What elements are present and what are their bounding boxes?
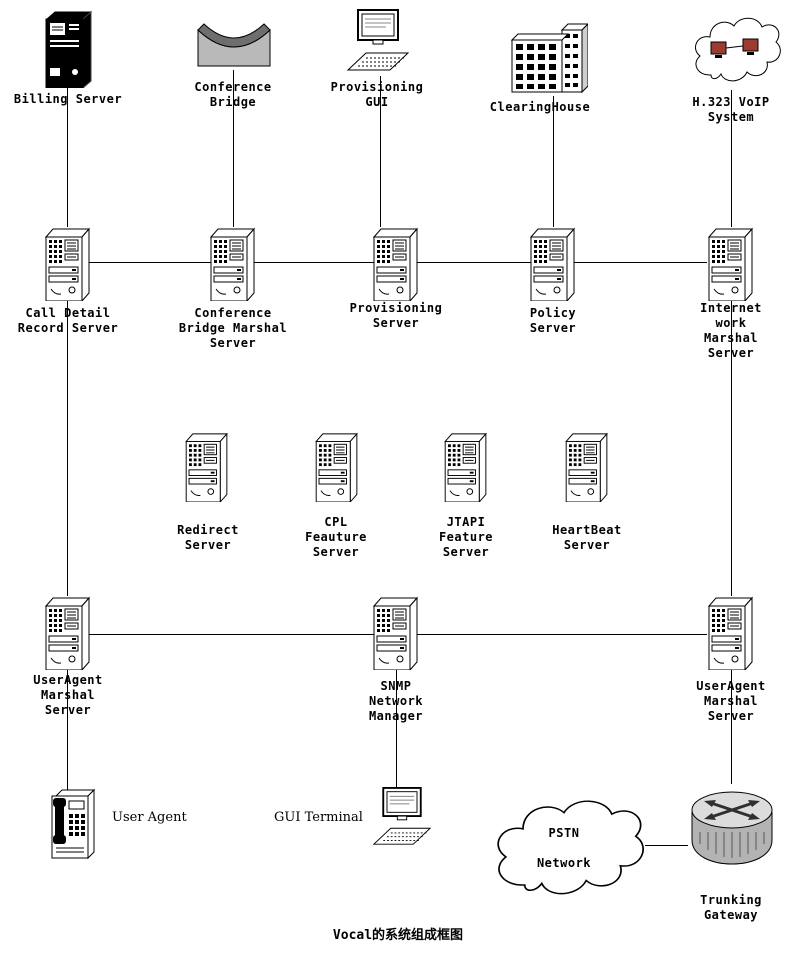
node-label: UserAgent Marshal Server (696, 679, 766, 723)
node-label: HeartBeat Server (552, 523, 622, 552)
server-tower-icon (707, 227, 755, 301)
node-label: Billing Server (13, 92, 123, 106)
connector-line (731, 90, 732, 227)
node-label: H.323 VoIP System (692, 95, 770, 124)
server-tower-icon (564, 432, 610, 502)
phone-icon (48, 788, 96, 864)
connector-line (67, 88, 68, 227)
node-label: UserAgent Marshal Server (33, 673, 103, 717)
node-label: Conference Bridge (194, 80, 272, 109)
connector-line (731, 670, 732, 784)
black-tower-icon (44, 10, 94, 88)
router-icon (686, 782, 778, 874)
node-label: Provisioning Server (349, 301, 443, 330)
server-tower-icon (44, 596, 92, 670)
node-label: Conference Bridge Marshal Server (178, 306, 288, 350)
server-tower-icon (372, 596, 420, 670)
server-tower-icon (184, 432, 230, 502)
desktop-computer-icon (346, 6, 410, 76)
server-tower-icon (44, 227, 92, 301)
node-label: Policy Server (529, 306, 577, 335)
cloud-network-icon (686, 12, 782, 92)
connector-line (67, 670, 68, 790)
connector-line (731, 301, 732, 596)
server-tower-icon (529, 227, 577, 301)
server-tower-icon (707, 596, 755, 670)
node-label: ClearingHouse (489, 100, 591, 114)
connector-line (67, 301, 68, 596)
server-tower-icon (443, 432, 489, 502)
desktop-computer-icon (372, 786, 432, 848)
node-label: CPL Feauture Server (305, 515, 367, 559)
node-label: Internet work Marshal Server (700, 301, 762, 360)
conference-bridge-icon (196, 20, 272, 70)
node-label: PSTN Network (536, 826, 592, 870)
connector-line (553, 96, 554, 227)
node-label: Call Detail Record Server (17, 306, 119, 335)
connector-line (645, 845, 688, 846)
node-label: GUI Terminal (274, 810, 363, 825)
node-label: SNMP Network Manager (368, 679, 424, 723)
server-tower-icon (372, 227, 420, 301)
node-label: User Agent (112, 810, 187, 825)
building-icon (504, 22, 588, 96)
node-label: JTAPI Feature Server (438, 515, 494, 559)
server-tower-icon (314, 432, 360, 502)
connector-line (233, 70, 234, 227)
connector-line (380, 76, 381, 227)
server-tower-icon (209, 227, 257, 301)
node-label: Provisioning GUI (330, 80, 424, 109)
node-label: Redirect Server (177, 523, 239, 552)
node-label: Trunking Gateway (700, 893, 762, 922)
connector-line (396, 670, 397, 790)
diagram-caption: Vocal的系统组成框图 (332, 928, 464, 943)
